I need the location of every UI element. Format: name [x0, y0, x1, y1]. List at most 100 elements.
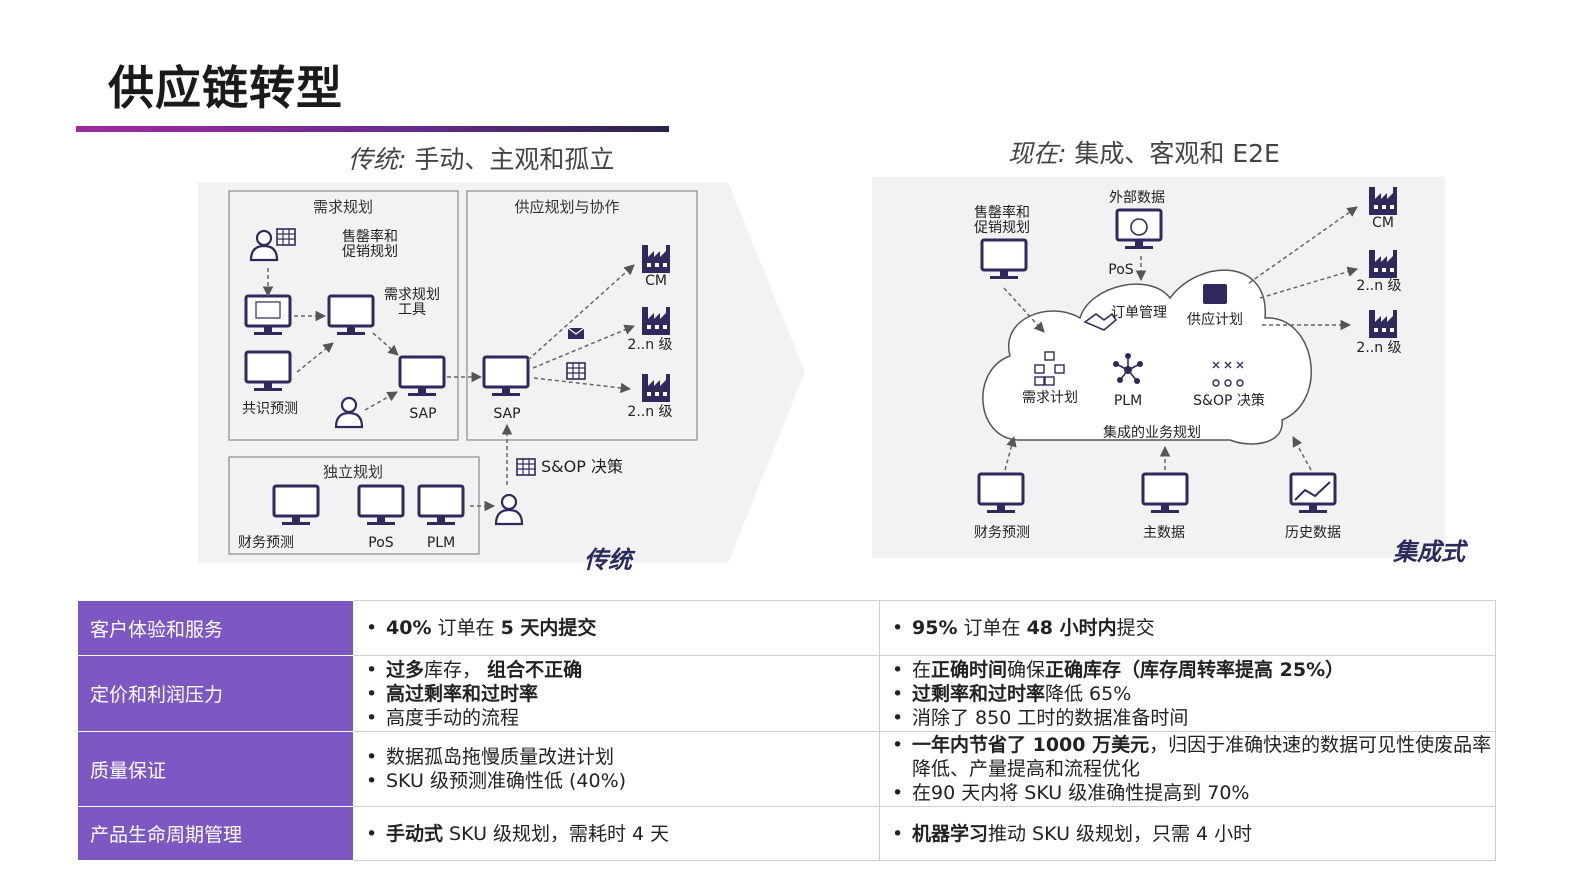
table-row: 质量保证数据孤岛拖慢质量改进计划SKU 级预测准确性低 (40%)一年内节省了 … — [77, 731, 1496, 807]
supply-grid-icon — [1203, 284, 1227, 304]
now-heading: 现在: 集成、客观和 E2E — [1008, 134, 1280, 170]
row-header: 质量保证 — [77, 731, 354, 807]
bullet-text: 在 — [912, 658, 932, 681]
traditional-cell: 手动式 SKU 级规划，需耗时 4 天 — [353, 806, 880, 861]
plm-label: PLM — [1113, 393, 1143, 409]
bullet-item: 在90 天内将 SKU 级准确性提高到 70% — [892, 781, 1494, 805]
now-heading-rest: 集成、客观和 E2E — [1066, 139, 1280, 168]
bullet-item: 手动式 SKU 级规划，需耗时 4 天 — [366, 822, 878, 846]
tier-label: 2..n 级 — [1356, 340, 1402, 356]
demand-planning-title: 需求规划 — [312, 198, 374, 216]
bullet-text: 过多 — [386, 658, 425, 681]
finance-forecast-label: 财务预测 — [238, 535, 294, 551]
bullet-item: 机器学习推动 SKU 级规划，只需 4 小时 — [892, 822, 1494, 846]
order-management-label: 订单管理 — [1111, 305, 1167, 321]
sell-through-label-2: 促销规划 — [974, 220, 1030, 236]
cm-label: CM — [645, 273, 667, 289]
bullet-text: SKU 级规划，需耗时 4 天 — [443, 822, 670, 845]
bullet-text: 降低 65% — [1045, 682, 1132, 705]
integrated-tag: 集成式 — [1393, 538, 1465, 566]
bullet-item: 过多库存， 组合不正确 — [366, 658, 878, 682]
handshake-icon — [1083, 312, 1118, 331]
sap-right-label: SAP — [493, 406, 521, 422]
bullet-text: 40% — [386, 617, 432, 639]
supply-planning-title: 供应规划与协作 — [514, 198, 620, 216]
integrated-cell: 一年内节省了 1000 万美元，归因于准确快速的数据可见性使废品率降低、产量提高… — [879, 731, 1496, 807]
now-arrows — [1003, 206, 1359, 471]
table-row: 客户体验和服务40% 订单在 5 天内提交95% 订单在 48 小时内提交 — [77, 600, 1496, 656]
independent-planning-title: 独立规划 — [322, 463, 384, 481]
bullet-item: 过剩率和过时率降低 65% — [892, 682, 1494, 706]
bullet-item: 在正确时间确保正确库存（库存周转率提高 25%） — [892, 658, 1494, 682]
supply-planning-box — [466, 190, 698, 441]
bullet-item: 40% 订单在 5 天内提交 — [366, 616, 878, 640]
bullet-text: 推动 SKU 级规划，只需 4 小时 — [988, 822, 1253, 845]
traditional-heading-em: 传统: — [348, 145, 407, 174]
finance-forecast-label: 财务预测 — [974, 525, 1030, 541]
tier-label: 2..n 级 — [1356, 278, 1402, 294]
traditional-heading: 传统: 手动、主观和孤立 — [348, 140, 614, 176]
bullet-text: 机器学习 — [912, 822, 989, 845]
demand-tool-label-2: 工具 — [398, 302, 426, 318]
external-data-label: 外部数据 — [1109, 190, 1165, 206]
bullet-item: 高度手动的流程 — [366, 706, 878, 730]
bullet-item: 消除了 850 工时的数据准备时间 — [892, 706, 1494, 730]
plm-label: PLM — [426, 535, 456, 551]
sap-left-label: SAP — [409, 406, 437, 422]
bullet-text: SKU 级预测准确性低 (40%) — [386, 770, 627, 792]
bullet-text: 提交 — [1116, 617, 1155, 639]
page-title: 供应链转型 — [108, 61, 343, 115]
table-row: 产品生命周期管理手动式 SKU 级规划，需耗时 4 天机器学习推动 SKU 级规… — [77, 806, 1496, 861]
row-header: 产品生命周期管理 — [77, 806, 354, 861]
demand-planning-box — [228, 190, 459, 441]
integrated-cell: 95% 订单在 48 小时内提交 — [879, 600, 1496, 656]
bullet-text: 数据孤岛拖慢质量改进计划 — [386, 746, 615, 768]
bullet-text: 组合不正确 — [487, 658, 583, 681]
bullet-text: 一年内节省了 1000 万美元 — [912, 734, 1150, 756]
row-header: 定价和利润压力 — [77, 655, 354, 732]
tier-label: 2..n 级 — [627, 337, 673, 353]
spreadsheet-icon — [566, 362, 586, 380]
cm-label: CM — [1372, 215, 1394, 231]
integrated-planning-label: 集成的业务规划 — [1103, 425, 1201, 441]
globe-icon — [1130, 218, 1148, 236]
traditional-cell: 40% 订单在 5 天内提交 — [353, 600, 880, 656]
decision-icon — [1212, 361, 1244, 387]
bullet-text: 高过剩率和过时率 — [386, 682, 539, 705]
bullet-text: 消除了 850 工时的数据准备时间 — [912, 706, 1189, 729]
bullet-text: 48 小时内 — [1026, 617, 1117, 639]
demand-tool-label-1: 需求规划 — [384, 287, 440, 303]
traditional-tag: 传统 — [584, 546, 632, 574]
bullet-item: 数据孤岛拖慢质量改进计划 — [366, 745, 878, 769]
bullet-item: 高过剩率和过时率 — [366, 682, 878, 706]
bullet-text: 订单在 — [957, 617, 1027, 639]
table-row: 定价和利润压力过多库存， 组合不正确高过剩率和过时率高度手动的流程在正确时间确保… — [77, 655, 1496, 732]
traditional-cell: 过多库存， 组合不正确高过剩率和过时率高度手动的流程 — [353, 655, 880, 732]
sell-through-label-1: 售罄率和 — [974, 205, 1030, 221]
bullet-text: 95% — [912, 617, 958, 639]
integrated-cell: 在正确时间确保正确库存（库存周转率提高 25%）过剩率和过时率降低 65%消除了… — [879, 655, 1496, 732]
bullet-text: 在90 天内将 SKU 级准确性提高到 70% — [912, 782, 1250, 804]
consensus-forecast-label: 共识预测 — [242, 401, 298, 417]
sell-through-label-1: 售罄率和 — [342, 229, 398, 245]
spreadsheet-icon — [516, 458, 536, 476]
history-data-label: 历史数据 — [1285, 525, 1341, 541]
sop-decision-label: S&OP 决策 — [541, 457, 623, 476]
bullet-text: 手动式 — [386, 822, 444, 845]
network-icon — [1113, 353, 1143, 384]
row-header: 客户体验和服务 — [77, 600, 354, 656]
hierarchy-icon — [1034, 351, 1065, 386]
bullet-item: 一年内节省了 1000 万美元，归因于准确快速的数据可见性使废品率降低、产量提高… — [892, 733, 1494, 781]
sop-decision-label: S&OP 决策 — [1193, 393, 1265, 409]
bullet-text: 正确库存（库存周转率提高 25%） — [1045, 658, 1345, 681]
demand-plan-label: 需求计划 — [1022, 390, 1078, 406]
traditional-heading-rest: 手动、主观和孤立 — [406, 145, 615, 174]
bullet-text: 订单在 — [431, 617, 501, 639]
master-data-label: 主数据 — [1143, 525, 1185, 541]
comparison-table: 客户体验和服务40% 订单在 5 天内提交95% 订单在 48 小时内提交定价和… — [77, 600, 1496, 861]
cloud-shape — [982, 269, 1312, 445]
bullet-text: 正确时间 — [931, 658, 1008, 681]
title-underline — [76, 126, 669, 132]
traditional-cell: 数据孤岛拖慢质量改进计划SKU 级预测准确性低 (40%) — [353, 731, 880, 807]
bullet-text: 高度手动的流程 — [386, 706, 520, 729]
